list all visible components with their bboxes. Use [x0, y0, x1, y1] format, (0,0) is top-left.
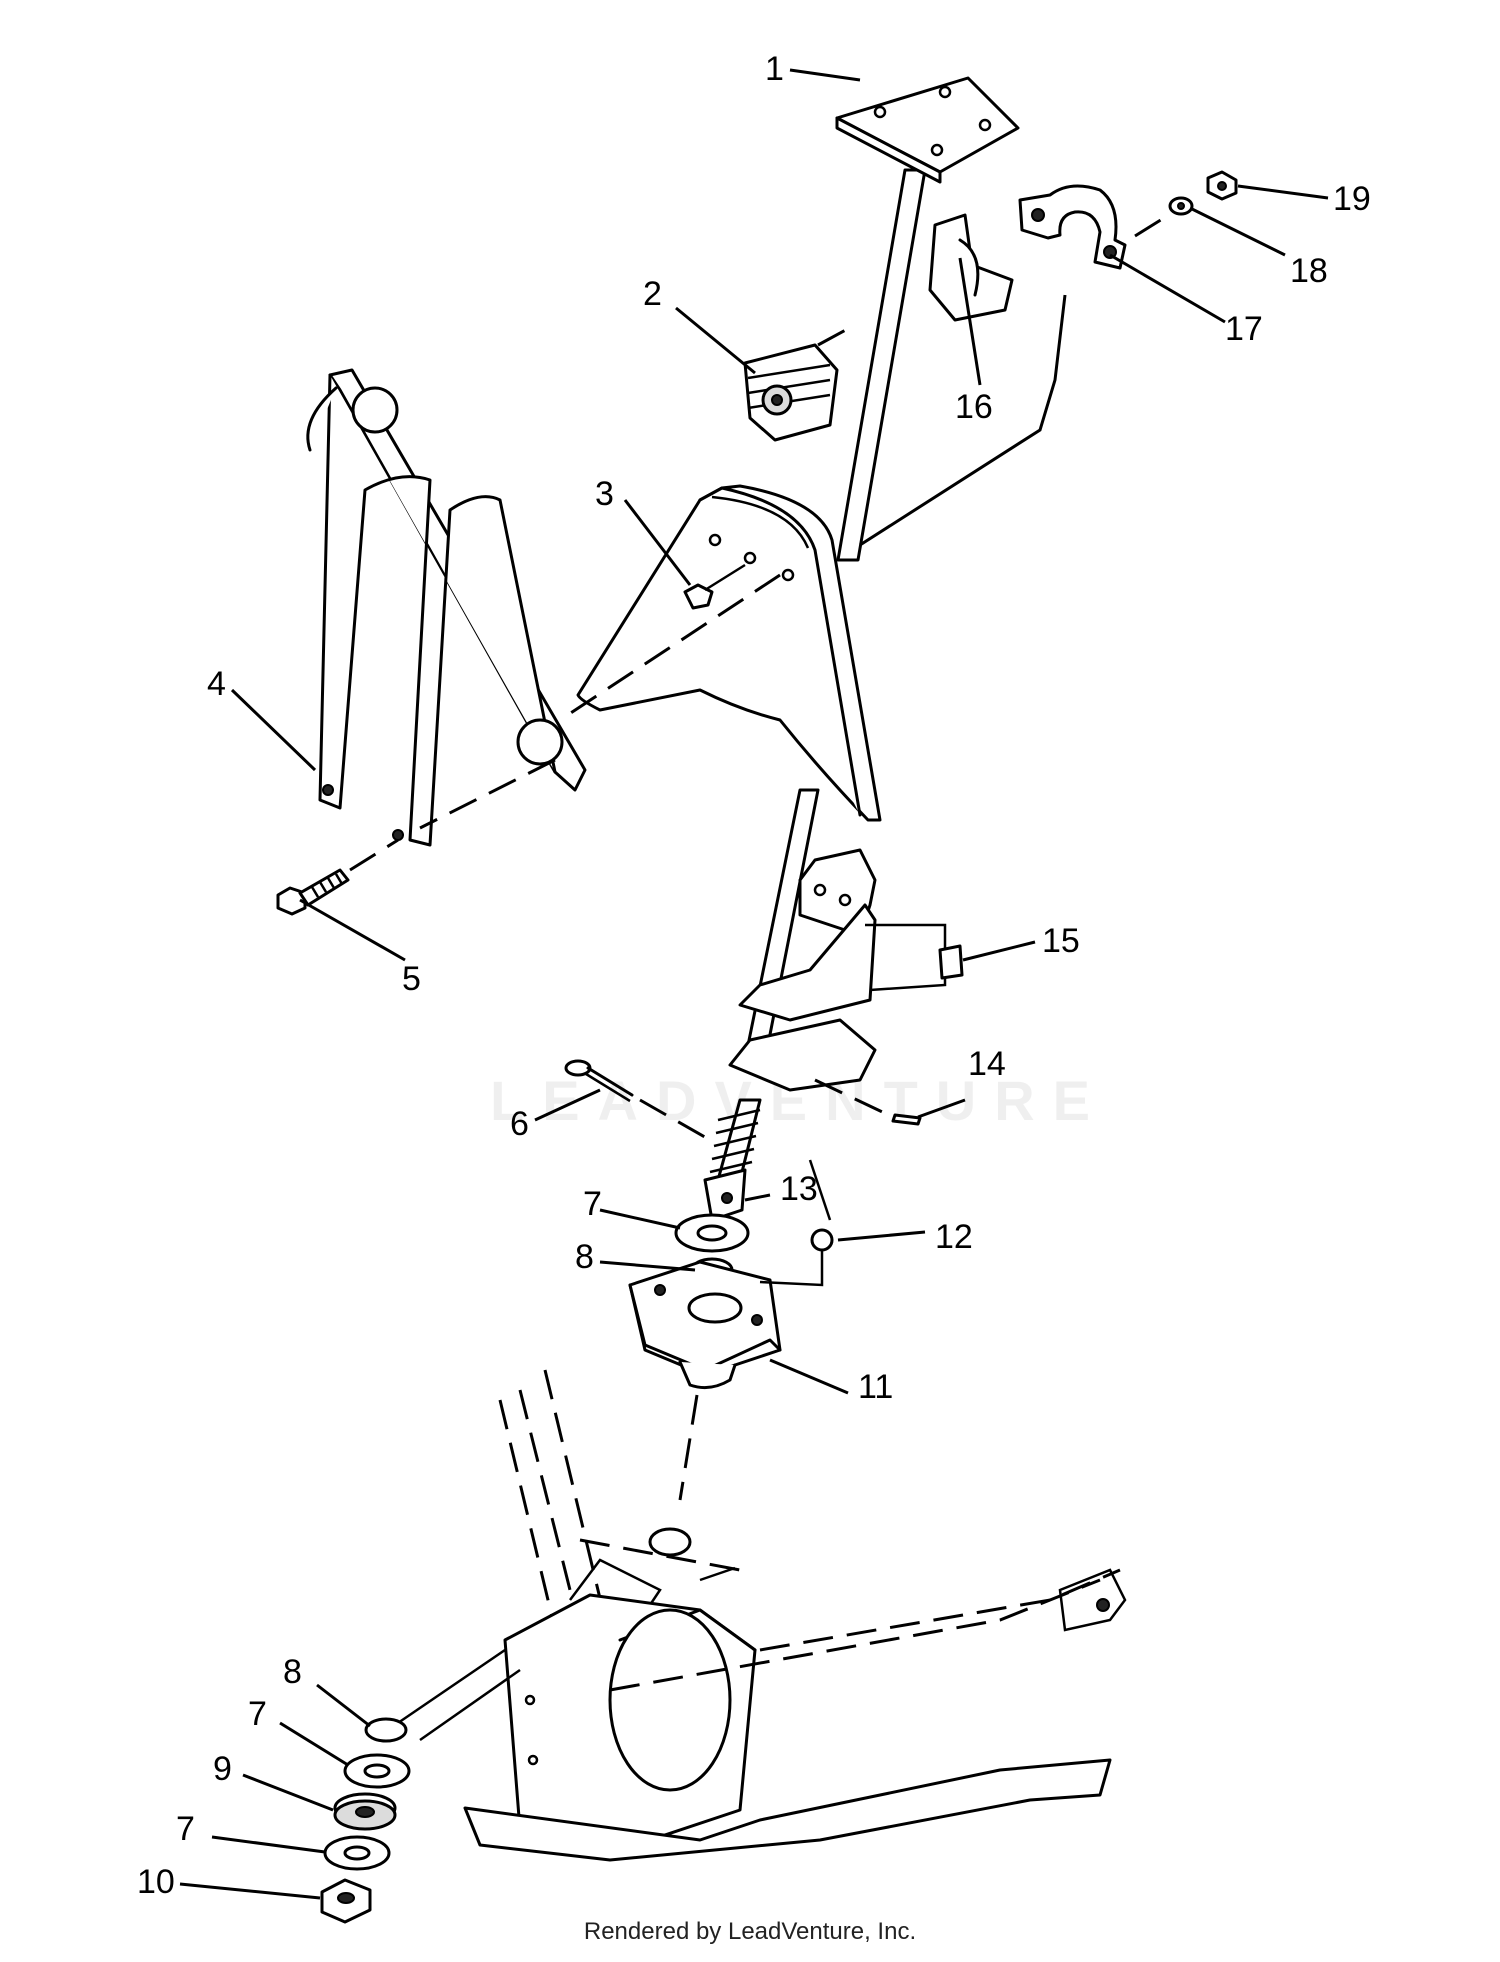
callout-8-lower: 8 [283, 1653, 302, 1691]
part-7-washer-lower-a [343, 1753, 411, 1789]
part-16-clamp-bushing [928, 213, 1014, 322]
callout-5: 5 [402, 960, 421, 998]
part-2-bushing [743, 343, 839, 442]
spring-section [709, 1098, 762, 1182]
part-18-washer [1168, 196, 1194, 216]
part-12-fitting [808, 1159, 834, 1270]
callout-7-upper: 7 [583, 1185, 602, 1223]
callout-10: 10 [137, 1863, 175, 1901]
callout-14: 14 [968, 1045, 1006, 1083]
callout-3: 3 [595, 475, 614, 513]
callout-7-lower-b: 7 [176, 1810, 195, 1848]
part-19-nut [1206, 170, 1238, 201]
part-15-steering-arm [728, 848, 964, 1092]
part-5-bolt [276, 868, 350, 916]
callout-2: 2 [643, 275, 662, 313]
part-13-swivel [703, 1168, 747, 1222]
callout-1: 1 [765, 50, 784, 88]
front-axle-frame [394, 1369, 1127, 1862]
part-3-bolt [683, 563, 746, 610]
part-4-bracket [306, 368, 587, 847]
callout-15: 15 [1042, 922, 1080, 960]
part-9-castle-nut [333, 1792, 397, 1831]
callout-8-upper: 8 [575, 1238, 594, 1276]
part-14-pin [891, 1113, 922, 1126]
callout-11: 11 [858, 1368, 893, 1406]
dash-cover-panel [576, 484, 882, 822]
callout-18: 18 [1290, 252, 1328, 290]
footer-credit: Rendered by LeadVenture, Inc. [583, 1918, 917, 1945]
part-7-washer-upper [674, 1213, 750, 1253]
part-10-nut [320, 1878, 372, 1924]
part-17-u-clamp [1018, 184, 1127, 270]
leader-lines [179, 68, 1329, 1900]
callout-6: 6 [510, 1105, 529, 1143]
part-6-cotter-pin [564, 1059, 634, 1103]
callout-13: 13 [780, 1170, 818, 1208]
part-1-mount-plate [835, 76, 1020, 184]
callout-19: 19 [1333, 180, 1371, 218]
callout-9: 9 [213, 1750, 232, 1788]
callout-16: 16 [955, 388, 993, 426]
part-8-ring-lower [364, 1717, 408, 1743]
callout-12: 12 [935, 1218, 973, 1256]
part-7-washer-lower-b [323, 1835, 391, 1871]
callout-7-lower-a: 7 [248, 1695, 267, 1733]
callout-17: 17 [1225, 310, 1263, 348]
part-11-pivot-block [628, 1260, 782, 1390]
callout-4: 4 [207, 665, 226, 703]
